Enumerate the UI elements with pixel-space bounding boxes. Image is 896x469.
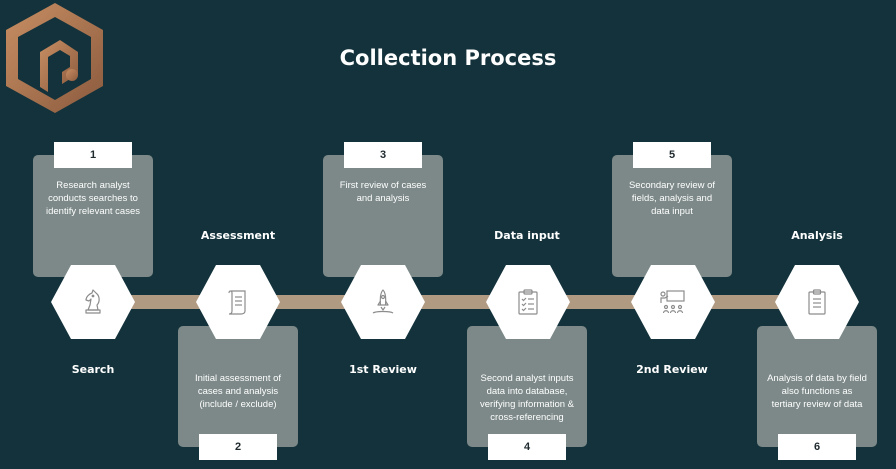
step-3-description: First review of cases and analysis [339,180,427,204]
step-1-card: Research analyst conducts searches to id… [33,155,153,277]
step-1-hexagon [50,264,136,340]
step-6-description: Analysis of data by field also functions… [767,373,867,410]
step-5-card: Secondary review of fields, analysis and… [612,155,732,277]
page-title: Collection Process [339,46,557,70]
step-6-name: Analysis [791,229,843,242]
step-1-name: Search [71,363,115,376]
step-3-hexagon [340,264,426,340]
step-4-number: 4 [488,434,566,460]
step-3-name: 1st Review [349,363,417,376]
step-6-hexagon [774,264,860,340]
step-6-card: Analysis of data by field also functions… [757,326,877,447]
step-2-hexagon [195,264,281,340]
step-4-description: Second analyst inputs data into database… [480,373,574,423]
step-2-card: Initial assessment of cases and analysis… [178,326,298,447]
step-5-hexagon [630,264,716,340]
step-5-description: Secondary review of fields, analysis and… [628,180,716,217]
logo-icon [6,3,103,113]
step-4-name: Data input [494,229,560,242]
presentation-icon [660,290,685,314]
step-1-description: Research analyst conducts searches to id… [46,180,140,217]
chess-knight-icon [85,289,101,314]
step-4-card: Second analyst inputs data into database… [467,326,587,447]
step-5-name: 2nd Review [636,363,708,376]
step-2-name: Assessment [200,229,276,242]
step-4-hexagon [485,264,571,340]
step-2-description: Initial assessment of cases and analysis… [194,373,282,410]
step-5-number: 5 [633,142,711,168]
step-3-number: 3 [344,142,422,168]
step-6-number: 6 [778,434,856,460]
step-1-number: 1 [54,142,132,168]
step-2-number: 2 [199,434,277,460]
clipboard-icon [808,289,826,315]
checklist-clipboard-icon [518,289,538,315]
rocket-icon [372,289,394,314]
scroll-icon [228,290,246,315]
step-3-card: First review of cases and analysis [323,155,443,277]
